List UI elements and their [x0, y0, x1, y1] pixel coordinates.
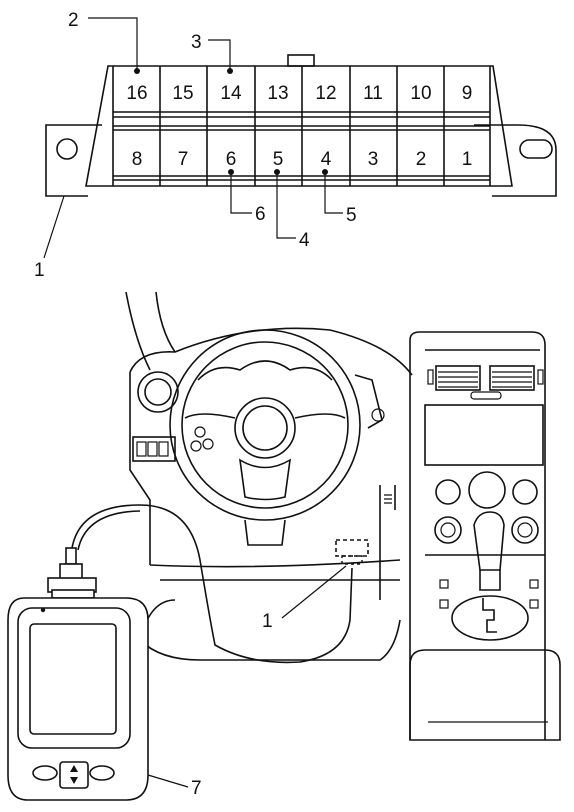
center-knob	[468, 471, 506, 509]
pin-label: 3	[368, 149, 379, 170]
connector-body	[85, 65, 513, 187]
center-console	[409, 331, 561, 741]
pin-label: 9	[462, 83, 473, 104]
right-mount-ear	[474, 124, 557, 197]
pin-label: 5	[273, 149, 284, 170]
right-mount-hole	[519, 139, 553, 159]
leader-2	[88, 17, 138, 71]
shift-boot	[451, 595, 529, 641]
dlc-connector: 16 15 14 13 12 11 10 9 8 7 6 5 4 3 2 1 2 3 6 4 5 1	[34, 10, 557, 281]
leader-1-dash	[281, 565, 347, 619]
callout-7: 7	[191, 778, 202, 799]
leader-5	[324, 172, 343, 214]
scan-tool	[7, 547, 149, 801]
pin-label: 11	[363, 83, 383, 104]
down-arrow-icon	[70, 777, 78, 784]
callout-6: 6	[255, 204, 266, 225]
pin-label: 6	[226, 149, 237, 170]
scan-tool-cable	[71, 504, 353, 664]
callout-1-top: 1	[34, 260, 45, 281]
connector-key-tab	[287, 54, 315, 67]
pin-label: 15	[172, 83, 193, 104]
dlc-location-dashed	[335, 539, 369, 557]
pin-label: 12	[315, 83, 336, 104]
scan-tool-right-button	[89, 765, 115, 781]
callout-1-dash: 1	[262, 611, 273, 632]
pin-label: 2	[416, 149, 427, 170]
gear-shift-knob	[473, 511, 505, 571]
scan-tool-arrow-keys	[59, 761, 89, 789]
leader-3	[208, 39, 231, 71]
wheel-button-icon	[194, 426, 206, 438]
pin-label: 7	[178, 149, 189, 170]
armrest	[409, 649, 561, 741]
left-mount-ear	[45, 124, 102, 197]
pin-label: 16	[126, 83, 147, 104]
pin-label: 1	[462, 149, 473, 170]
callout-2: 2	[68, 10, 79, 31]
callout-5: 5	[346, 205, 357, 226]
pin-label: 10	[410, 83, 431, 104]
scan-tool-body	[7, 597, 149, 801]
a-pillar	[125, 291, 151, 371]
callout-3: 3	[191, 32, 202, 53]
right-knob	[512, 479, 538, 505]
leader-6	[230, 172, 252, 214]
leader-1-top	[43, 195, 65, 259]
horn-pad	[234, 397, 296, 459]
callout-4: 4	[299, 230, 310, 251]
pin-label: 4	[321, 149, 332, 170]
leader-4	[276, 172, 296, 239]
pin-label: 13	[267, 83, 288, 104]
steering-wheel	[169, 329, 361, 546]
center-vent-right	[489, 365, 535, 391]
left-mount-hole	[56, 138, 78, 160]
scan-tool-screen	[29, 623, 117, 735]
up-arrow-icon	[70, 765, 78, 772]
pin-label: 8	[132, 149, 143, 170]
leader-7	[147, 774, 189, 788]
left-knob	[435, 479, 461, 505]
center-vent-left	[435, 365, 481, 391]
left-air-vent	[137, 371, 179, 413]
scan-tool-left-button	[32, 765, 58, 781]
pin-label: 14	[220, 83, 242, 104]
vehicle-dashboard: 1	[7, 291, 561, 801]
audio-panel	[424, 404, 544, 466]
left-switch-panel	[132, 436, 176, 462]
